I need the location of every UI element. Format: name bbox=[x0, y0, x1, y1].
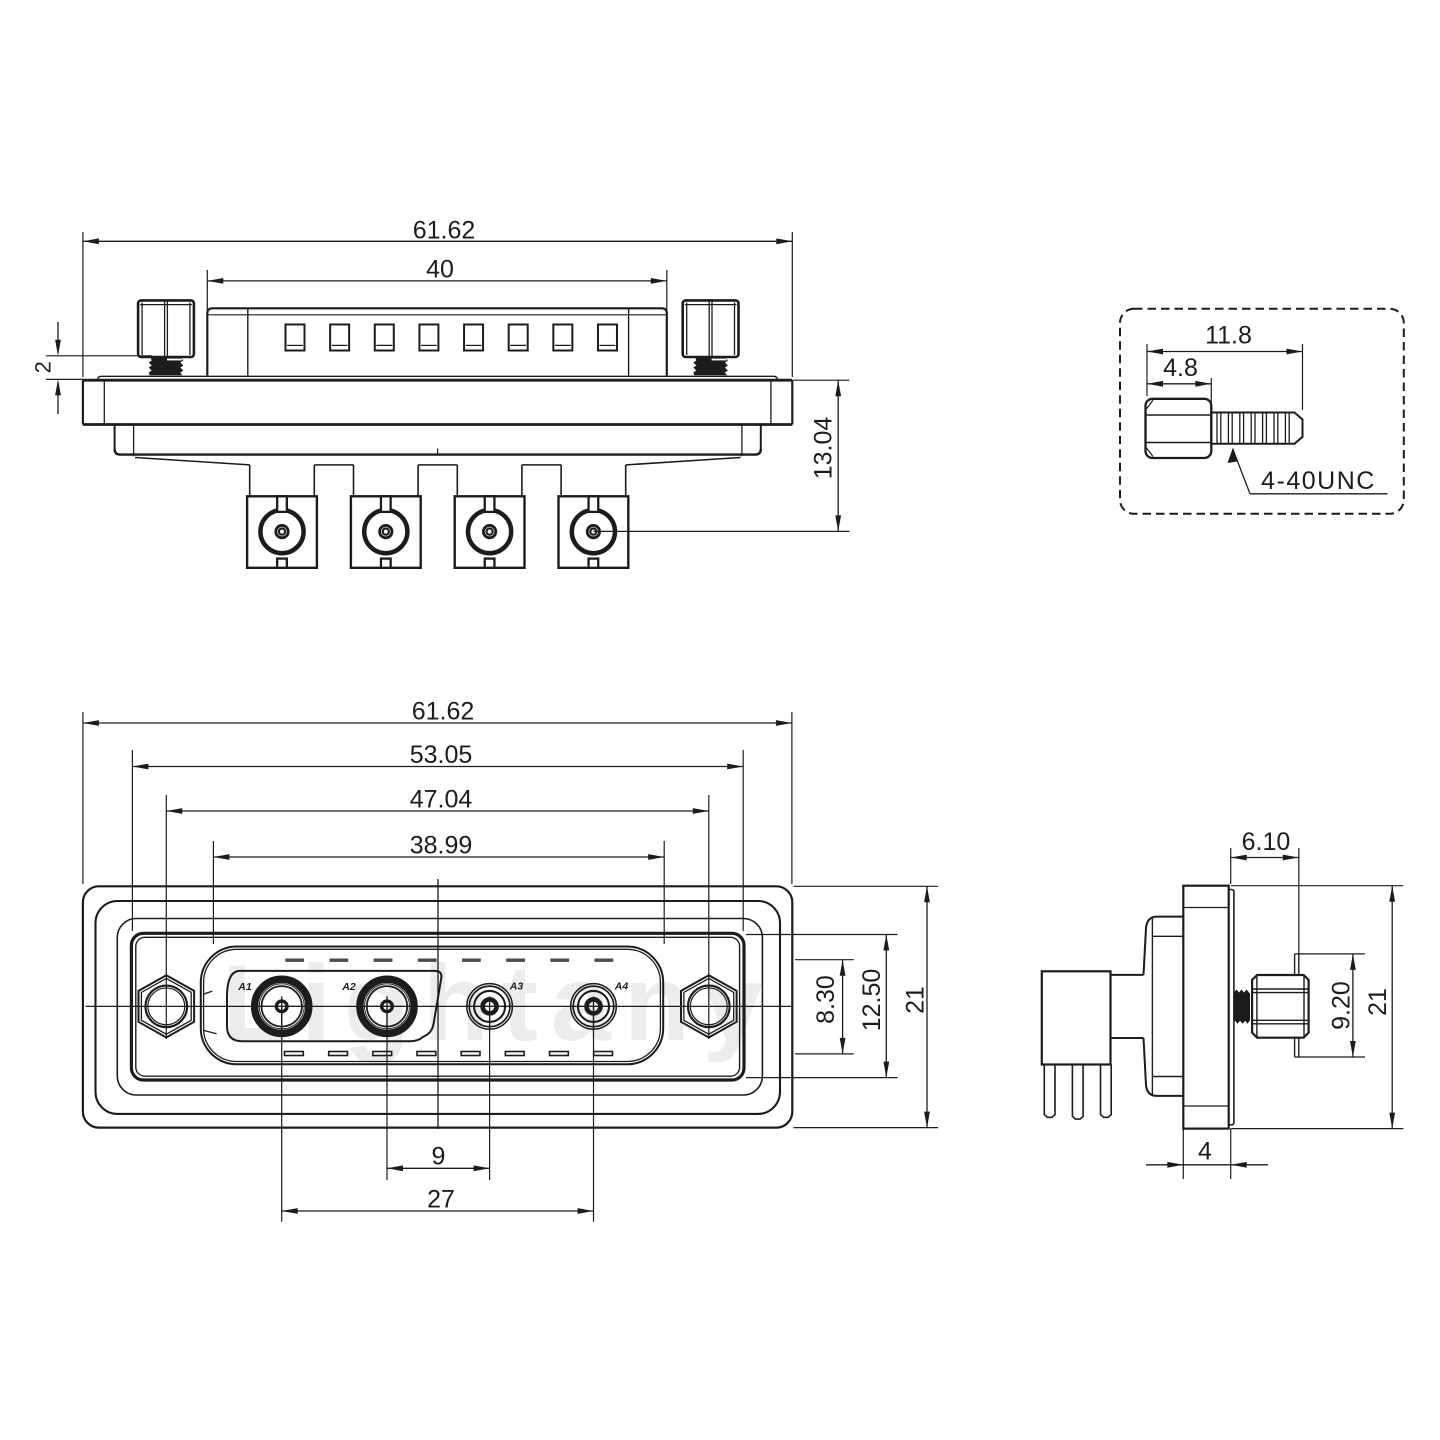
svg-text:A4: A4 bbox=[614, 981, 629, 993]
svg-text:21: 21 bbox=[902, 986, 930, 1014]
svg-text:A3: A3 bbox=[509, 981, 524, 993]
svg-text:61.62: 61.62 bbox=[413, 216, 476, 244]
svg-text:8.30: 8.30 bbox=[812, 975, 840, 1024]
svg-text:13.04: 13.04 bbox=[810, 417, 838, 480]
svg-text:9.20: 9.20 bbox=[1328, 981, 1356, 1030]
svg-text:A1: A1 bbox=[237, 981, 252, 993]
svg-text:40: 40 bbox=[426, 255, 454, 283]
svg-text:2: 2 bbox=[31, 361, 56, 373]
svg-text:4: 4 bbox=[1198, 1138, 1212, 1166]
svg-text:6.10: 6.10 bbox=[1242, 828, 1291, 856]
svg-text:47.04: 47.04 bbox=[410, 786, 473, 814]
svg-text:A2: A2 bbox=[341, 981, 356, 993]
svg-text:21: 21 bbox=[1364, 988, 1392, 1016]
svg-text:38.99: 38.99 bbox=[410, 832, 473, 860]
svg-text:4.8: 4.8 bbox=[1163, 354, 1198, 382]
svg-text:9: 9 bbox=[432, 1143, 446, 1171]
svg-text:12.50: 12.50 bbox=[858, 969, 886, 1032]
svg-text:27: 27 bbox=[427, 1186, 455, 1214]
svg-text:61.62: 61.62 bbox=[412, 698, 475, 726]
svg-text:4-40UNC: 4-40UNC bbox=[1261, 467, 1376, 495]
svg-text:53.05: 53.05 bbox=[410, 741, 473, 769]
svg-text:11.8: 11.8 bbox=[1205, 322, 1252, 350]
